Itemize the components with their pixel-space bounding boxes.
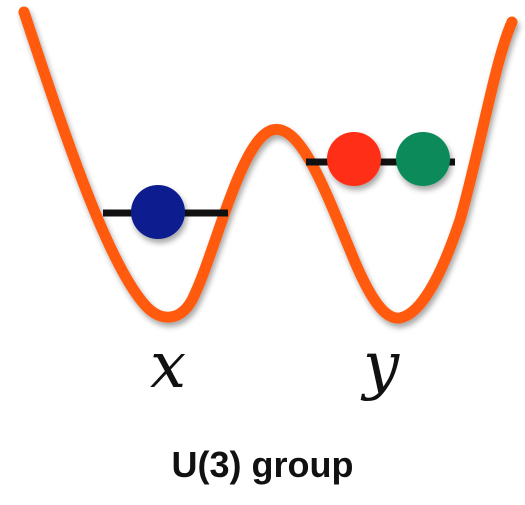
- left-well-label: x: [150, 329, 186, 403]
- right-well-label: y: [360, 329, 400, 403]
- caption: U(3) group: [0, 447, 525, 483]
- blue-particle: [131, 185, 185, 239]
- green-particle: [396, 132, 450, 186]
- red-particle: [327, 132, 381, 186]
